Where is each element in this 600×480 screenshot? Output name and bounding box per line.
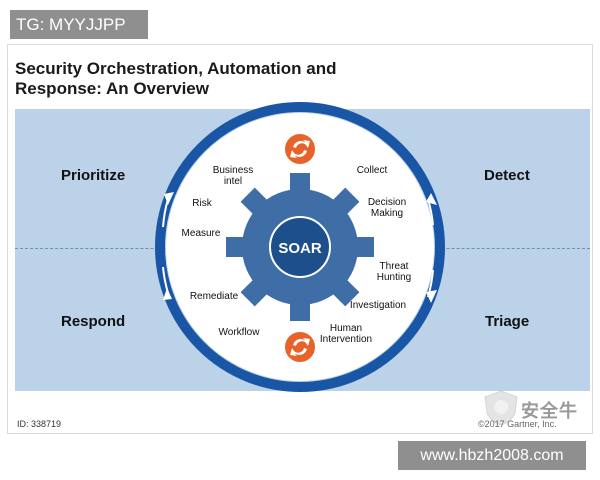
diagram-title: Security Orchestration, Automation and R…: [15, 59, 337, 98]
quadrant-prioritize: Prioritize: [61, 167, 126, 184]
threat-intelligence-badge-icon: [283, 330, 317, 364]
quadrant-detect: Detect: [484, 167, 530, 184]
footer-copyright: ©2017 Gartner, Inc.: [478, 419, 557, 429]
arrow-bottom-left-icon: [163, 288, 172, 300]
arrow-top-left-icon: [164, 192, 174, 205]
quadrant-triage: Triage: [485, 313, 530, 330]
activity-remediate: Remediate: [190, 291, 239, 302]
orchestration-ring: [155, 102, 445, 392]
watermark-shield-icon: [481, 389, 557, 427]
quadrant-respond: Respond: [61, 313, 126, 330]
activity-investigation: Investigation: [350, 300, 406, 311]
diagram-card: Security Orchestration, Automation and R…: [7, 44, 593, 434]
activity-risk: Risk: [192, 198, 212, 209]
footer-id: ID: 338719: [17, 419, 62, 429]
soar-center: [269, 216, 331, 278]
orchestration-badge-icon: [283, 132, 317, 166]
gear-icon: SOAR: [226, 173, 374, 321]
activity-workflow: Workflow: [219, 327, 261, 338]
watermark-text: 安全牛: [521, 401, 578, 421]
top-tag: TG: MYYJJPP: [10, 10, 148, 39]
ring-bottom-label: Threat Intelligence: [265, 391, 336, 407]
bottom-url-tag: www.hbzh2008.com: [398, 441, 586, 470]
ring-top-label: Orchestration: [269, 80, 332, 95]
soar-cycle-diagram: Orchestration Threat Intelligence: [155, 80, 445, 407]
activity-measure: Measure: [182, 228, 221, 239]
soar-label: SOAR: [278, 240, 322, 257]
activity-collect: Collect: [357, 165, 388, 176]
